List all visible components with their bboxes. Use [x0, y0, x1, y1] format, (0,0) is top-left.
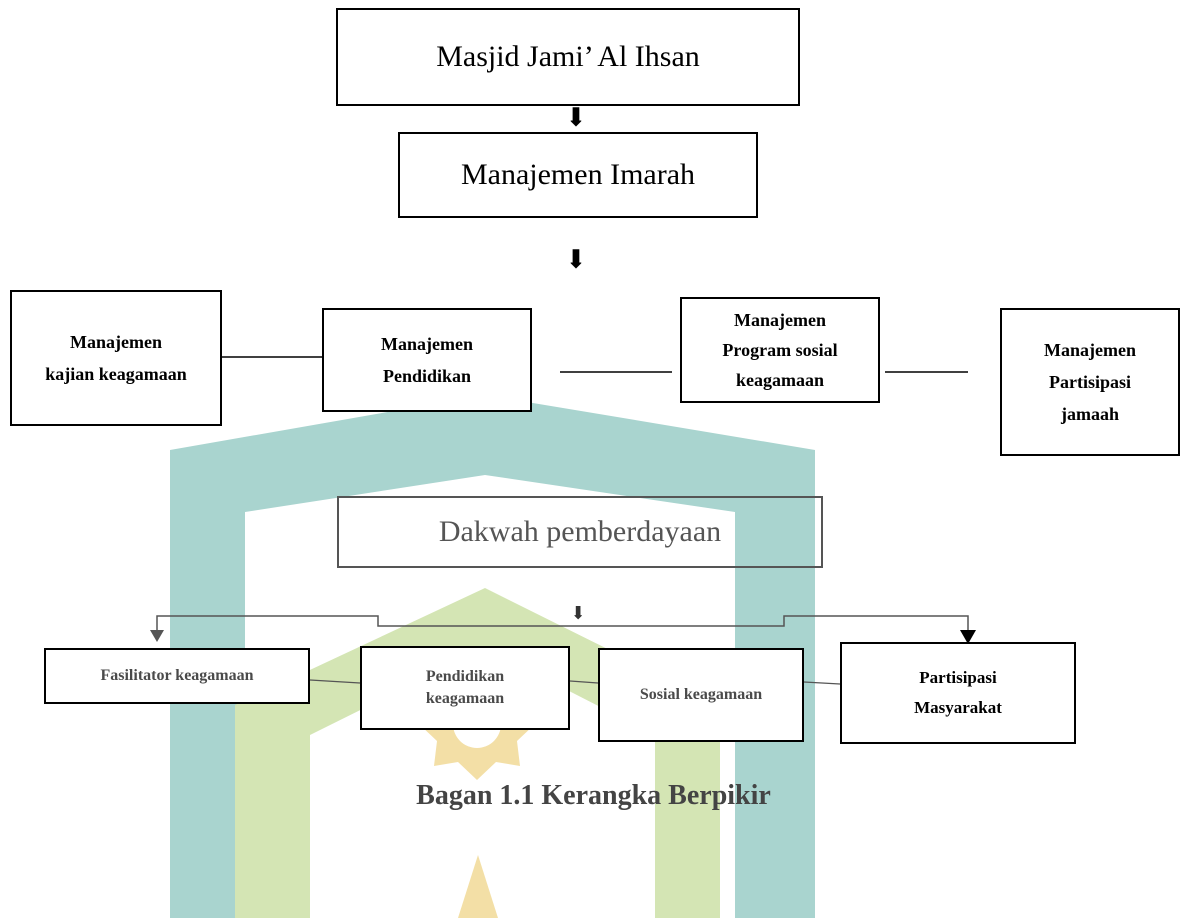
bracket-left	[156, 615, 969, 630]
arrow-down-3: ⬇	[570, 603, 586, 623]
partisipasi-line-2: Partisipasi	[1048, 372, 1131, 392]
box-manajemen-imarah-label: Manajemen Imarah	[460, 158, 696, 191]
watermark-flame	[458, 855, 498, 918]
box-manajemen-partisipasi: Manajemen Partisipasi jamaah	[1000, 308, 1180, 456]
kajian-line-2: kajian keagamaan	[45, 364, 187, 384]
program-line-2: Program sosial	[722, 340, 838, 360]
box-manajemen-program-sosial: Manajemen Program sosial keagamaan	[680, 297, 880, 403]
partisipasi-masyarakat-line-1: Partisipasi	[919, 668, 997, 687]
line-sosial-partisipasi	[803, 681, 841, 685]
arrow-down-2: ⬇	[565, 245, 587, 274]
box-sosial-keagamaan: Sosial keagamaan	[598, 648, 804, 742]
box-manajemen-pendidikan: Manajemen Pendidikan	[322, 308, 532, 412]
box-masjid: Masjid Jami’ Al Ihsan	[336, 8, 800, 106]
partisipasi-line-3: jamaah	[1060, 404, 1119, 424]
program-line-1: Manajemen	[734, 310, 826, 330]
box-manajemen-kajian: Manajemen kajian keagamaan	[10, 290, 222, 426]
bracket-right-arrowhead	[960, 630, 976, 644]
outcome-pendidikan-line-1: Pendidikan	[425, 668, 505, 685]
watermark-teal-arch	[170, 395, 815, 918]
outcome-pendidikan-line-2: keagamaan	[425, 690, 505, 707]
line-pendidikan-sosial	[569, 680, 599, 684]
box-manajemen-imarah: Manajemen Imarah	[398, 132, 758, 218]
sosial-label: Sosial keagamaan	[639, 686, 763, 703]
arrow-down-1: ⬇	[565, 103, 587, 132]
partisipasi-masyarakat-line-2: Masyarakat	[914, 698, 1002, 717]
pendidikan-line-2: Pendidikan	[382, 366, 472, 386]
box-dakwah-label: Dakwah pemberdayaan	[438, 515, 722, 548]
bracket-left-arrowhead	[150, 630, 164, 642]
fasilitator-label: Fasilitator keagamaan	[100, 667, 254, 684]
box-partisipasi-masyarakat: Partisipasi Masyarakat	[840, 642, 1076, 744]
partisipasi-line-1: Manajemen	[1044, 340, 1136, 360]
box-pendidikan-keagamaan: Pendidikan keagamaan	[360, 646, 570, 730]
pendidikan-line-1: Manajemen	[381, 334, 473, 354]
kajian-line-1: Manajemen	[70, 332, 162, 352]
box-dakwah-pemberdayaan: Dakwah pemberdayaan	[337, 496, 823, 568]
program-line-3: keagamaan	[735, 370, 824, 390]
figure-caption: Bagan 1.1 Kerangka Berpikir	[416, 780, 771, 811]
line-fasilitator-pendidikan	[309, 679, 361, 684]
box-fasilitator-keagamaan: Fasilitator keagamaan	[44, 648, 310, 704]
box-masjid-label: Masjid Jami’ Al Ihsan	[436, 40, 700, 73]
